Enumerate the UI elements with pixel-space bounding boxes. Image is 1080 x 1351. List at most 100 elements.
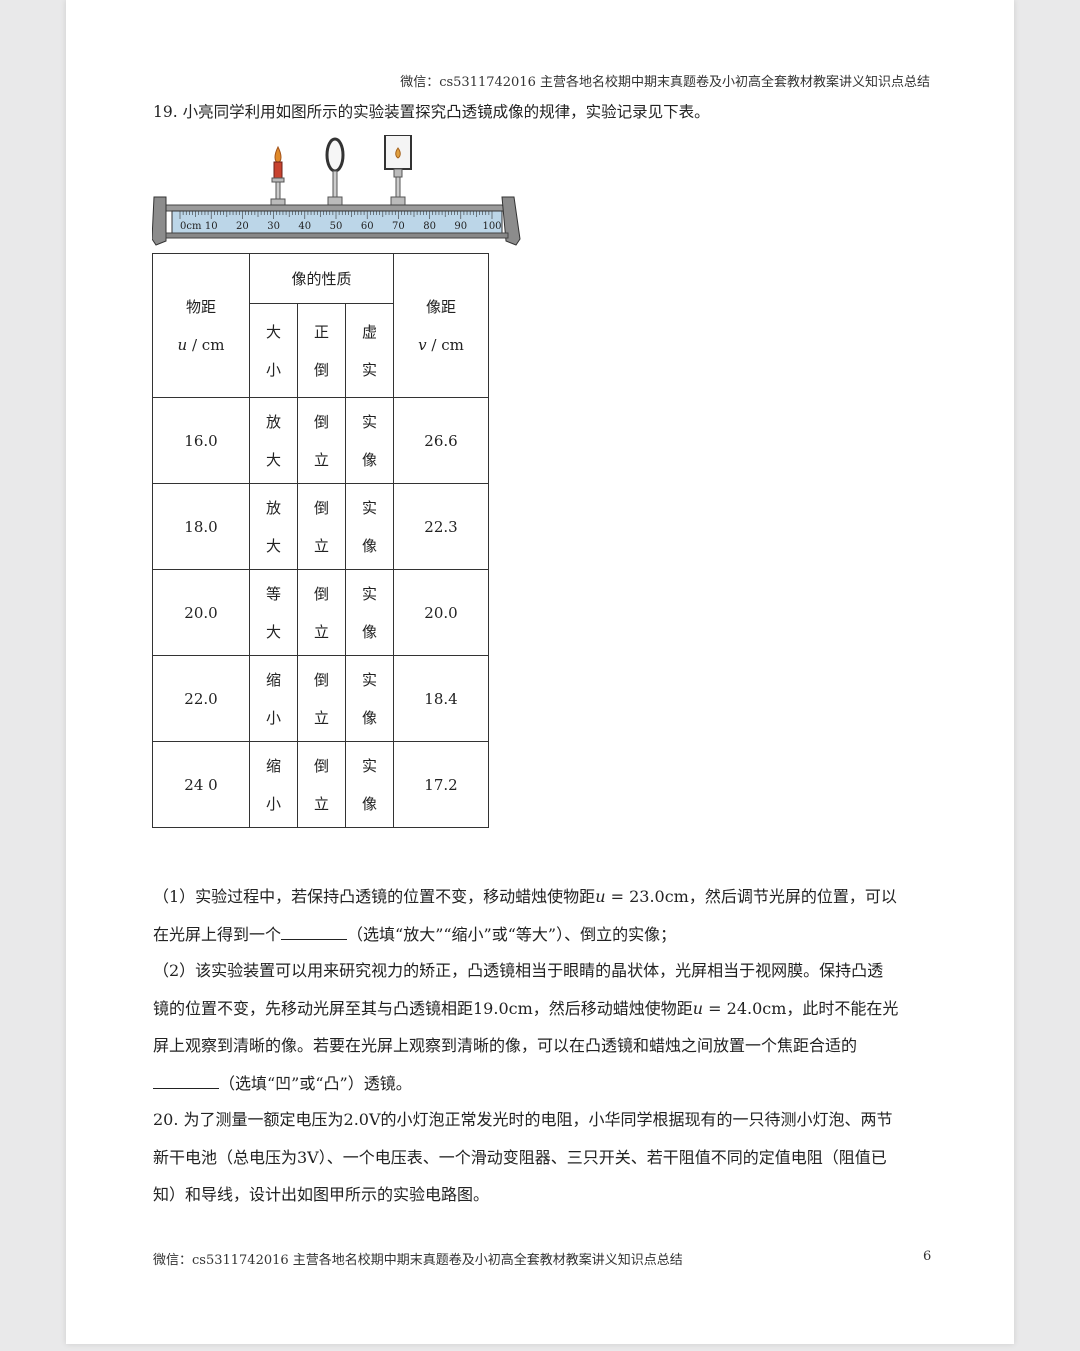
ruler-tick-label: 10 xyxy=(205,221,218,232)
ruler-tick-label: 80 xyxy=(423,221,436,232)
image-distance-unit: v / cm xyxy=(394,326,488,364)
cell-orientation-2: 立 xyxy=(313,622,329,641)
cell-size-1: 等 xyxy=(265,584,281,603)
cell-size: 等大 xyxy=(249,569,298,656)
subheader-size-1: 大 xyxy=(265,322,281,341)
cell-orientation: 倒立 xyxy=(297,397,346,484)
table-row: 18.0 放大 倒立 实像 22.3 xyxy=(152,483,489,570)
cell-u: 22.0 xyxy=(152,655,250,742)
q2-line-2b: ，此时不能在光 xyxy=(786,998,899,1018)
q2-line-3: 屏上观察到清晰的像。若要在光屏上观察到清晰的像，可以在凸透镜和蜡烛之间放置一个焦… xyxy=(153,1036,858,1055)
cell-size-2: 大 xyxy=(265,536,281,555)
cell-v: 20.0 xyxy=(393,569,489,656)
cell-orientation-1: 倒 xyxy=(313,584,329,603)
question-19-part-1: （1）实验过程中，若保持凸透镜的位置不变，移动蜡烛使物距u = 23.0cm，然… xyxy=(153,878,933,953)
cell-real-2: 像 xyxy=(361,708,377,727)
cell-u: 18.0 xyxy=(152,483,250,570)
table-row: 22.0 缩小 倒立 实像 18.4 xyxy=(152,655,489,742)
cell-orientation: 倒立 xyxy=(297,655,346,742)
q2-line-1: （2）该实验装置可以用来研究视力的矫正，凸透镜相当于眼睛的晶状体，光屏相当于视网… xyxy=(153,961,884,980)
object-distance-unit: u / cm xyxy=(153,326,249,364)
answer-blank-2[interactable] xyxy=(153,1072,219,1089)
cell-real: 实像 xyxy=(345,483,394,570)
cell-size-1: 缩 xyxy=(265,670,281,689)
cell-size-2: 大 xyxy=(265,622,281,641)
experiment-record-table: 物距 u / cm 像的性质 像距 v / cm 大小 正倒 虚实 16.0 放… xyxy=(152,253,489,828)
page-header: 微信：cs5311742016 主营各地名校期中期末真题卷及小初高全套教材教案讲… xyxy=(400,75,930,90)
object-distance-var: u xyxy=(177,335,188,354)
table-row: 16.0 放大 倒立 实像 26.6 xyxy=(152,397,489,484)
subheader-real-virtual: 虚实 xyxy=(345,303,394,398)
image-distance-unit-text: / cm xyxy=(426,335,464,354)
cell-orientation: 倒立 xyxy=(297,741,346,828)
q1-text-d: （选填“放大”“缩小”或“等大”）、倒立的实像； xyxy=(347,924,677,944)
bench-left-support xyxy=(152,196,167,246)
subheader-real-virtual-1: 虚 xyxy=(361,322,377,341)
q1-text-b: ，然后调节光屏的位置，可以 xyxy=(688,887,897,906)
convex-lens-icon xyxy=(325,137,345,173)
subheader-size: 大小 xyxy=(249,303,298,398)
subheader-real-virtual-2: 实 xyxy=(361,360,377,379)
var-u: u xyxy=(692,998,704,1018)
subheader-orientation-2: 倒 xyxy=(313,360,329,379)
q1-text-c: 在光屏上得到一个 xyxy=(153,924,282,944)
ruler-tick-label: 50 xyxy=(330,221,343,232)
table-row: 20.0 等大 倒立 实像 20.0 xyxy=(152,569,489,656)
cell-v: 26.6 xyxy=(393,397,489,484)
subheader-orientation-1: 正 xyxy=(313,322,329,341)
candle-icon xyxy=(273,161,283,179)
cell-size: 缩小 xyxy=(249,741,298,828)
ruler-tick-label: 70 xyxy=(392,221,405,232)
answer-blank-1[interactable] xyxy=(281,923,348,940)
cell-real-2: 像 xyxy=(361,450,377,469)
q1-equation: = 23.0cm xyxy=(605,887,689,906)
cell-u: 20.0 xyxy=(152,569,250,656)
cell-orientation-1: 倒 xyxy=(313,670,329,689)
table-row: 24 0 缩小 倒立 实像 17.2 xyxy=(152,741,489,828)
cell-real-1: 实 xyxy=(361,584,377,603)
subheader-size-2: 小 xyxy=(265,360,281,379)
cell-orientation-1: 倒 xyxy=(313,756,329,775)
subheader-orientation: 正倒 xyxy=(297,303,346,398)
cell-orientation-1: 倒 xyxy=(313,498,329,517)
question-19-part-2: （2）该实验装置可以用来研究视力的矫正，凸透镜相当于眼睛的晶状体，光屏相当于视网… xyxy=(153,952,933,1102)
cell-u: 24 0 xyxy=(152,741,250,828)
question-19-stem: 19. 小亮同学利用如图所示的实验装置探究凸透镜成像的规律，实验记录见下表。 xyxy=(153,103,710,121)
page-number: 6 xyxy=(923,1249,932,1264)
cell-size: 放大 xyxy=(249,397,298,484)
cell-orientation-2: 立 xyxy=(313,450,329,469)
cell-orientation-2: 立 xyxy=(313,794,329,813)
cell-real-2: 像 xyxy=(361,794,377,813)
cell-real: 实像 xyxy=(345,741,394,828)
header-image-nature: 像的性质 xyxy=(249,253,394,304)
q2-line-4: （选填“凹”或“凸”）透镜。 xyxy=(219,1073,412,1093)
cell-real-1: 实 xyxy=(361,498,377,517)
q20-line-3: 知）和导线，设计出如图甲所示的实验电路图。 xyxy=(153,1185,490,1204)
image-distance-label: 像距 xyxy=(425,297,456,316)
q2-equation: = 24.0cm xyxy=(703,998,787,1018)
cell-real-1: 实 xyxy=(361,756,377,775)
cell-v: 17.2 xyxy=(393,741,489,828)
ruler-tick-label: 60 xyxy=(361,221,374,232)
ruler-tick-label: 30 xyxy=(267,221,280,232)
cell-real-2: 像 xyxy=(361,622,377,641)
candle-flame-icon xyxy=(274,145,282,164)
cell-u: 16.0 xyxy=(152,397,250,484)
object-distance-label: 物距 xyxy=(185,297,216,316)
cell-size-2: 小 xyxy=(265,708,281,727)
cell-real: 实像 xyxy=(345,655,394,742)
cell-real: 实像 xyxy=(345,569,394,656)
q20-line-2: 新干电池（总电压为3V）、一个电压表、一个滑动变阻器、三只开关、若干阻值不同的定… xyxy=(153,1147,887,1167)
var-u: u xyxy=(595,887,606,906)
ruler-tick-label: 40 xyxy=(298,221,311,232)
page-footer: 微信：cs5311742016 主营各地名校期中期末真题卷及小初高全套教材教案讲… xyxy=(153,1253,683,1268)
cell-orientation-2: 立 xyxy=(313,708,329,727)
cell-real: 实像 xyxy=(345,397,394,484)
object-distance-unit-text: / cm xyxy=(187,335,225,354)
q20-line-1: 20. 为了测量一额定电压为2.0V的小灯泡正常发光时的电阻，小华同学根据现有的… xyxy=(153,1110,893,1129)
image-distance-var: v xyxy=(418,335,427,354)
q1-text-a: （1）实验过程中，若保持凸透镜的位置不变，移动蜡烛使物距 xyxy=(153,887,596,906)
cell-size-2: 小 xyxy=(265,794,281,813)
cell-real-2: 像 xyxy=(361,536,377,555)
